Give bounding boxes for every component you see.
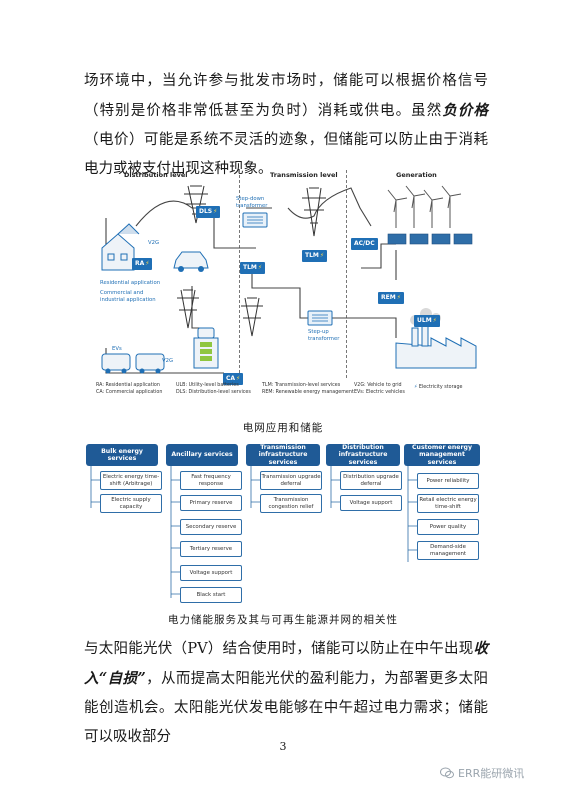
label-evs: EVs — [112, 346, 122, 352]
label-step-down: Step-down transformer — [236, 196, 268, 209]
tag-tlm-top: TLM⚡ — [302, 250, 328, 262]
label-step-up: Step-up transformer — [308, 329, 340, 342]
section-divider — [239, 170, 240, 378]
legend-col4: V2G: Vehicle to grid EVs: Electric vehic… — [354, 383, 405, 395]
tag-rem: REM⚡ — [378, 292, 404, 304]
svc-item: Demand-side management — [417, 541, 479, 560]
section-title-generation: Generation — [396, 171, 437, 179]
svc-item: Transmission upgrade deferral — [260, 471, 322, 490]
svc-header-customer: Customer energy management services — [404, 444, 480, 466]
svc-item: Black start — [180, 587, 242, 603]
text-segment: ，从而提高太阳能光伏的盈利能力，为部署更多太阳能创造机会。太阳能光伏发电能够在中… — [84, 671, 489, 745]
svc-item: Primary reserve — [180, 495, 242, 511]
bottom-paragraph: 与太阳能光伏（PV）结合使用时，储能可以防止在中午出现收入“自损”，从而提高太阳… — [84, 634, 488, 752]
text-segment: （电价）可能是系统不灵活的迹象，但储能可以防止由于消耗电力或被支付出现这种现象。 — [84, 132, 488, 177]
label-commercial: Commercial and industrial application — [100, 290, 156, 303]
svc-item: Power quality — [417, 519, 479, 535]
text-segment: 与太阳能光伏（PV）结合使用时，储能可以防止在中午出现 — [84, 641, 474, 657]
svc-header-transmission: Transmission infrastructure services — [246, 444, 320, 466]
label-v2g-top: V2G — [148, 240, 160, 246]
section-divider — [346, 170, 347, 378]
emphasis-negative-price: 负价格 — [442, 102, 489, 119]
diagram-artwork — [101, 185, 477, 374]
top-paragraph: 场环境中，当允许参与批发市场时，储能可以根据价格信号（特别是价格非常低甚至为负时… — [84, 67, 488, 184]
legend-col2: ULB: Utility-level batteries DLS: Distri… — [176, 383, 251, 395]
svc-item: Tertiary reserve — [180, 541, 242, 557]
figure-caption-1: 电网应用和储能 — [242, 422, 324, 434]
page-number: 3 — [279, 740, 287, 753]
emphasis-revenue-self-loss: 收入“自损” — [84, 640, 488, 687]
grid-application-diagram: Distribution level Transmission level Ge… — [96, 168, 488, 410]
tag-acdc: AC/DC — [351, 238, 378, 250]
svc-item: Voltage support — [180, 565, 242, 581]
label-v2g-bottom: V2G — [162, 358, 174, 364]
tag-ca: CA⚡ — [223, 373, 244, 385]
svc-header-ancillary: Ancillary services — [166, 444, 238, 466]
svc-item: Retail electric energy time-shift — [417, 494, 479, 513]
svc-item: Transmission congestion relief — [260, 494, 322, 513]
storage-services-diagram: Bulk energy services Electric energy tim… — [86, 444, 482, 606]
svc-item: Fast frequency response — [180, 471, 242, 490]
tag-ra: RA⚡ — [132, 258, 153, 270]
svc-item: Electric energy time-shift (Arbitrage) — [100, 471, 162, 490]
watermark: ERR能研微讯 — [440, 765, 524, 781]
legend-col3: TLM: Transmission-level services REM: Re… — [262, 383, 354, 395]
tag-tlm-mid: TLM⚡ — [240, 262, 266, 274]
svc-header-bulk: Bulk energy services — [86, 444, 158, 466]
svc-item: Electric supply capacity — [100, 494, 162, 513]
tag-ulm: ULM⚡ — [414, 315, 440, 327]
figure-caption-2: 电力储能服务及其与可再生能源并网的相关性 — [168, 614, 398, 626]
section-title-transmission: Transmission level — [270, 171, 338, 179]
tag-dls: DLS⚡ — [196, 206, 221, 218]
svc-item: Distribution upgrade deferral — [340, 471, 402, 490]
svc-item: Voltage support — [340, 495, 402, 511]
section-title-distribution: Distribution level — [124, 171, 188, 179]
label-residential: Residential application — [100, 280, 161, 286]
services-connectors — [90, 466, 417, 598]
svc-item: Power reliability — [417, 473, 479, 489]
svc-header-distribution: Distribution infrastructure services — [326, 444, 400, 466]
legend-col1: RA: Residential application CA: Commerci… — [96, 383, 163, 395]
text-segment: 场环境中，当允许参与批发市场时，储能可以根据价格信号（特别是价格非常低甚至为负时… — [84, 73, 488, 119]
svc-item: Secondary reserve — [180, 519, 242, 535]
wechat-icon — [440, 767, 454, 779]
bolt-icon: ⚡ — [414, 385, 418, 390]
legend-storage: ⚡ Electricity storage — [414, 385, 463, 390]
